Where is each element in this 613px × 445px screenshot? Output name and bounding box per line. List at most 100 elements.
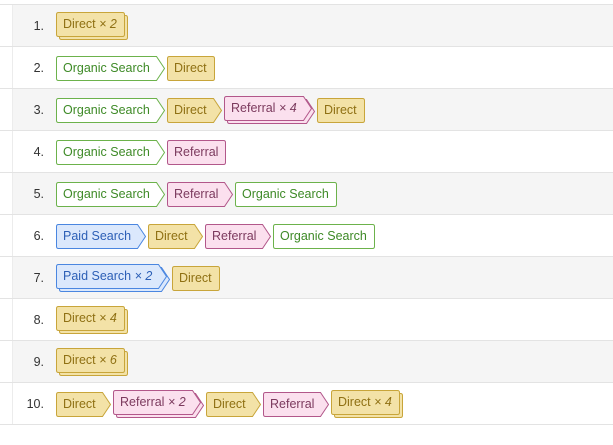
step-shape xyxy=(273,223,375,249)
step-label: Direct xyxy=(317,103,357,117)
chevron-step-shape xyxy=(56,139,166,165)
step-body xyxy=(56,223,147,249)
step-body xyxy=(56,306,125,331)
path-step-referral[interactable]: Referral × 2 xyxy=(113,390,205,418)
path-step-referral[interactable]: Referral xyxy=(263,391,330,417)
row-index: 7. xyxy=(33,270,44,285)
chevron-step-shape xyxy=(167,181,234,207)
channel-name: Organic Search xyxy=(63,144,150,159)
step-label: Direct xyxy=(148,229,188,243)
repeat-count: × 4 xyxy=(278,101,297,115)
path-row: 8.Direct × 4 xyxy=(0,299,613,341)
path-step-referral[interactable]: Referral xyxy=(167,181,234,207)
chevron-step-shape xyxy=(205,223,272,249)
path-step-organic[interactable]: Organic Search xyxy=(235,181,337,207)
channel-name: Direct xyxy=(63,396,96,411)
path-step-direct[interactable]: Direct xyxy=(206,391,262,417)
step-body xyxy=(167,181,234,207)
step-shape xyxy=(331,390,403,418)
path-steps: Direct × 2 xyxy=(56,5,133,46)
step-label: Direct × 4 xyxy=(331,395,392,409)
path-step-direct[interactable]: Direct xyxy=(56,391,112,417)
step-label: Organic Search xyxy=(56,61,150,75)
channel-name: Referral xyxy=(174,144,219,159)
path-step-direct[interactable]: Direct xyxy=(172,265,220,291)
chevron-step-shape xyxy=(56,97,166,123)
path-step-organic[interactable]: Organic Search xyxy=(56,97,166,123)
step-body xyxy=(273,223,375,249)
path-step-referral[interactable]: Referral × 4 xyxy=(224,96,316,124)
step-shape xyxy=(56,306,128,334)
path-step-organic[interactable]: Organic Search xyxy=(56,139,166,165)
step-body xyxy=(317,97,365,123)
path-step-direct[interactable]: Direct × 2 xyxy=(56,12,128,40)
row-index: 1. xyxy=(33,18,44,33)
step-body xyxy=(235,181,337,207)
repeat-count: × 2 xyxy=(167,395,186,409)
step-label: Organic Search xyxy=(56,187,150,201)
step-body xyxy=(167,55,215,81)
step-label: Direct × 2 xyxy=(56,17,117,31)
step-body xyxy=(113,390,202,415)
step-body xyxy=(263,391,330,417)
channel-name: Referral xyxy=(212,228,257,243)
path-step-direct[interactable]: Direct xyxy=(317,97,365,123)
step-label: Direct xyxy=(206,397,246,411)
step-label: Direct × 4 xyxy=(56,311,117,325)
row-index: 2. xyxy=(33,60,44,75)
channel-name: Referral xyxy=(120,395,165,409)
step-label: Referral × 2 xyxy=(113,395,186,409)
step-body xyxy=(56,139,166,165)
row-index: 4. xyxy=(33,144,44,159)
path-steps: Organic Search Referral xyxy=(56,131,231,172)
path-step-paid[interactable]: Paid Search × 2 xyxy=(56,264,171,292)
step-body xyxy=(56,55,166,81)
step-shape xyxy=(167,139,226,165)
step-label: Organic Search xyxy=(56,145,150,159)
step-label: Paid Search × 2 xyxy=(56,269,152,283)
chevron-step-shape xyxy=(206,391,262,417)
step-label: Direct xyxy=(56,397,96,411)
path-step-paid[interactable]: Paid Search xyxy=(56,223,147,249)
channel-name: Organic Search xyxy=(63,60,150,75)
path-step-organic[interactable]: Organic Search xyxy=(56,181,166,207)
path-step-organic[interactable]: Organic Search xyxy=(273,223,375,249)
path-row: 1. Direct × 2 xyxy=(0,5,613,47)
repeat-count: × 2 xyxy=(134,269,153,283)
channel-name: Referral xyxy=(231,101,276,115)
chevron-step-shape xyxy=(56,55,166,81)
repeat-count: × 2 xyxy=(99,17,117,31)
path-step-referral[interactable]: Referral xyxy=(167,139,226,165)
channel-name: Organic Search xyxy=(63,102,150,117)
step-body xyxy=(205,223,272,249)
step-shape xyxy=(167,55,215,81)
path-step-direct[interactable]: Direct × 4 xyxy=(331,390,403,418)
path-row: 7. Paid Search × 2 Direct xyxy=(0,257,613,299)
repeat-count: × 4 xyxy=(99,311,117,325)
path-steps: Organic Search Direct xyxy=(56,47,220,88)
step-body xyxy=(56,181,166,207)
chevron-step-shape xyxy=(167,97,223,123)
path-step-direct[interactable]: Direct xyxy=(167,97,223,123)
path-step-referral[interactable]: Referral xyxy=(205,223,272,249)
step-label: Direct xyxy=(172,271,212,285)
step-body xyxy=(56,97,166,123)
channel-name: Direct xyxy=(174,102,207,117)
path-step-direct[interactable]: Direct xyxy=(148,223,204,249)
path-step-direct[interactable]: Direct × 6 xyxy=(56,348,128,376)
path-step-direct[interactable]: Direct × 4 xyxy=(56,306,128,334)
step-body xyxy=(206,391,262,417)
step-label: Direct xyxy=(167,103,207,117)
channel-name: Paid Search xyxy=(63,269,132,283)
path-step-direct[interactable]: Direct xyxy=(167,55,215,81)
channel-name: Referral xyxy=(174,186,219,201)
row-index: 9. xyxy=(33,354,44,369)
step-label: Organic Search xyxy=(235,187,329,201)
chevron-step-shape xyxy=(224,96,316,124)
path-step-organic[interactable]: Organic Search xyxy=(56,55,166,81)
chevron-step-shape xyxy=(263,391,330,417)
